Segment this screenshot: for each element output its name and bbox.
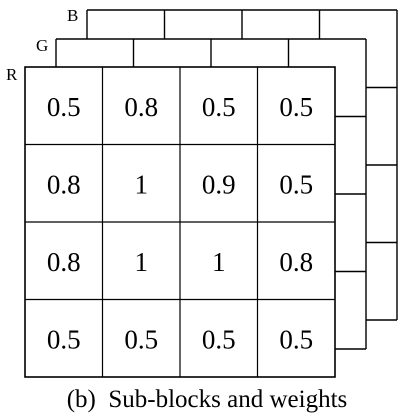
weight-cell-r0-c0: 0.5 xyxy=(47,92,81,122)
layer-label-g: G xyxy=(36,36,48,55)
weight-cell-r2-c3: 0.8 xyxy=(279,247,313,277)
weight-cell-r3-c1: 0.5 xyxy=(124,324,158,354)
weight-cell-r2-c1: 1 xyxy=(135,247,149,277)
layer-label-b: B xyxy=(67,6,78,25)
layer-label-r: R xyxy=(6,65,18,84)
weight-cell-r0-c3: 0.5 xyxy=(279,92,313,122)
weight-cell-r0-c2: 0.5 xyxy=(202,92,236,122)
weight-cell-r1-c3: 0.5 xyxy=(279,169,313,199)
weight-cell-r1-c0: 0.8 xyxy=(47,169,81,199)
layer-r-grid xyxy=(24,66,336,378)
figure-caption: (b) Sub-blocks and weights xyxy=(67,386,348,413)
weight-cell-r0-c1: 0.8 xyxy=(124,92,158,122)
weight-cell-r3-c3: 0.5 xyxy=(279,324,313,354)
weight-cell-r1-c2: 0.9 xyxy=(202,169,236,199)
weight-cell-r1-c1: 1 xyxy=(135,169,149,199)
layer-b-grid xyxy=(86,9,398,321)
weight-cell-r3-c2: 0.5 xyxy=(202,324,236,354)
weight-cell-r3-c0: 0.5 xyxy=(47,324,81,354)
weight-cell-r2-c2: 1 xyxy=(212,247,226,277)
weight-values: 0.5 0.8 0.5 0.5 0.8 1 0.9 0.5 0.8 1 1 0.8 0.5 0.5 0.5 0… xyxy=(47,92,313,355)
layer-g-grid xyxy=(55,38,367,350)
weight-cell-r2-c0: 0.8 xyxy=(47,247,81,277)
